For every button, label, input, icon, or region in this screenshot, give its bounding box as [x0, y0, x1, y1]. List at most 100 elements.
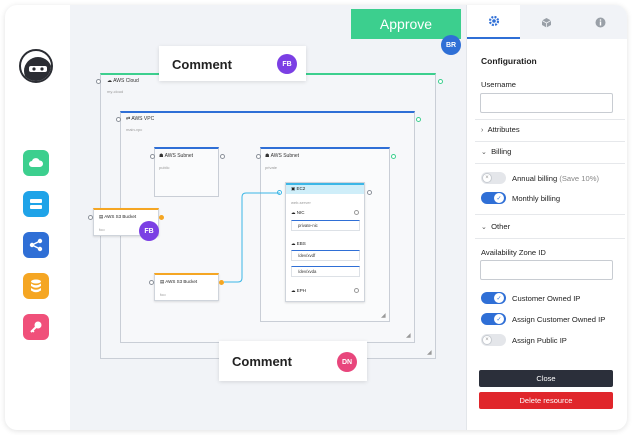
s3-bucket-node-2[interactable]: ▤ AWS S3 Bucket foo: [154, 273, 219, 301]
billing-section[interactable]: ⌄ Billing: [481, 147, 511, 156]
comment-label-2: Comment: [232, 354, 292, 369]
bucket1-left-port[interactable]: [88, 215, 93, 220]
divider: [475, 238, 625, 239]
checkmark-icon: ✓: [494, 293, 504, 303]
bucket2-left-port[interactable]: [149, 280, 154, 285]
divider: [475, 141, 625, 142]
public-subnet-group[interactable]: [154, 147, 219, 197]
other-label: Other: [491, 222, 511, 231]
cloud-icon: [29, 158, 43, 167]
private-subnet-resize-handle[interactable]: ◢: [381, 313, 386, 319]
public-subnet-subtitle: public: [159, 165, 170, 170]
attributes-label: Attributes: [487, 125, 520, 134]
bucket1-right-port[interactable]: [159, 215, 164, 220]
ebs-label-text: EBS: [296, 241, 306, 246]
eph-port[interactable]: [354, 288, 359, 293]
assign-public-ip-toggle[interactable]: ×: [481, 334, 506, 346]
sidebar-item-key[interactable]: [23, 314, 49, 340]
customer-owned-ip-label: Customer Owned IP: [512, 294, 581, 303]
bucket2-right-port[interactable]: [219, 280, 224, 285]
private-subnet-left-port[interactable]: [256, 154, 261, 159]
monthly-billing-label: Monthly billing: [512, 194, 561, 203]
ebs-item-2[interactable]: /dev/xvda: [291, 266, 360, 277]
cloud-resize-handle[interactable]: ◢: [427, 350, 432, 356]
availability-zone-label: Availability Zone ID: [481, 248, 546, 257]
sidebar-item-cloud[interactable]: [23, 150, 49, 176]
share-icon: [29, 238, 43, 252]
checkmark-icon: ✓: [494, 193, 504, 203]
delete-resource-button[interactable]: Delete resource: [479, 392, 613, 409]
comment-card-2[interactable]: Comment DN: [219, 341, 367, 381]
bucket1-title: ▤ AWS S3 Bucket: [99, 214, 137, 219]
private-subnet-right-port[interactable]: [391, 154, 396, 159]
cube-icon: [541, 17, 552, 27]
nic-label: ☁ NIC: [291, 210, 305, 215]
server-icon: [30, 199, 42, 209]
aws-vpc-subtitle: main-vpc: [126, 127, 143, 132]
annual-billing-label: Annual billing: [512, 174, 558, 183]
assign-customer-owned-ip-toggle[interactable]: ✓: [481, 313, 506, 325]
annual-billing-text: Annual billing (Save 10%): [512, 174, 599, 183]
nic-item[interactable]: private-nic: [291, 220, 360, 231]
chevron-down-icon: ⌄: [481, 149, 487, 156]
diagram-canvas[interactable]: ☁ AWS Cloud my-cloud ⇄ AWS VPC main-vpc …: [70, 5, 466, 430]
private-subnet-subtitle: private: [265, 165, 278, 170]
fb-node-badge[interactable]: FB: [139, 221, 159, 241]
comment-label-1: Comment: [172, 57, 232, 72]
ebs-item-1[interactable]: /dev/xvdf: [291, 250, 360, 261]
ec2-node[interactable]: ▣ EC2 web-server ☁ NIC private-nic ☁ EBS…: [285, 182, 365, 302]
sidebar: [5, 5, 70, 430]
aws-cloud-label: AWS Cloud: [113, 78, 139, 84]
aws-cloud-subtitle: my-cloud: [107, 89, 124, 94]
monthly-billing-toggle[interactable]: ✓: [481, 192, 506, 204]
avatar[interactable]: [19, 49, 53, 83]
bucket2-subtitle: foo: [160, 292, 166, 297]
comment-card-1[interactable]: Comment FB: [159, 46, 306, 81]
sidebar-item-server[interactable]: [23, 191, 49, 217]
tab-resources[interactable]: [520, 5, 573, 39]
nic-port[interactable]: [354, 210, 359, 215]
key-icon: [30, 321, 42, 333]
aws-vpc-label: AWS VPC: [131, 116, 155, 122]
nic-value: private-nic: [298, 223, 318, 228]
public-subnet-right-port[interactable]: [220, 154, 225, 159]
bucket1-title-text: AWS S3 Bucket: [104, 214, 137, 219]
public-subnet-title: ☗ AWS Subnet: [159, 153, 194, 159]
ec2-header: [286, 183, 364, 194]
tab-info[interactable]: [573, 5, 627, 39]
close-button[interactable]: Close: [479, 370, 613, 387]
database-icon: [31, 279, 41, 293]
attributes-section[interactable]: › Attributes: [481, 125, 520, 134]
customer-owned-ip-toggle[interactable]: ✓: [481, 292, 506, 304]
billing-label: Billing: [491, 147, 512, 156]
other-section[interactable]: ⌄ Other: [481, 222, 510, 231]
availability-zone-input[interactable]: [480, 260, 613, 280]
aws-vpc-group[interactable]: [120, 111, 415, 343]
vpc-left-port[interactable]: [116, 117, 121, 122]
cloud-left-port[interactable]: [96, 79, 101, 84]
checkmark-icon: ✓: [494, 314, 504, 324]
eph-label-text: EPH: [296, 288, 307, 293]
eph-label: ☁ EPH: [291, 288, 307, 293]
tab-settings[interactable]: [467, 5, 520, 39]
private-subnet-title: ☗ AWS Subnet: [265, 153, 300, 159]
assign-customer-owned-ip-label: Assign Customer Owned IP: [512, 315, 606, 324]
nic-label-text: NIC: [296, 210, 305, 215]
vpc-right-port[interactable]: [416, 117, 421, 122]
br-avatar-badge[interactable]: BR: [441, 35, 461, 55]
public-subnet-left-port[interactable]: [150, 154, 155, 159]
ec2-right-port[interactable]: [367, 190, 372, 195]
gear-icon: [488, 15, 499, 27]
username-input[interactable]: [480, 93, 613, 113]
approve-button[interactable]: Approve: [351, 9, 461, 39]
sidebar-item-database[interactable]: [23, 273, 49, 299]
vpc-resize-handle[interactable]: ◢: [406, 333, 411, 339]
connection-line[interactable]: [220, 185, 290, 285]
private-subnet-label: AWS Subnet: [270, 153, 300, 159]
divider: [475, 163, 625, 164]
annual-billing-note: (Save 10%): [559, 174, 599, 183]
cloud-right-port[interactable]: [438, 79, 443, 84]
divider: [475, 119, 625, 120]
sidebar-item-share[interactable]: [23, 232, 49, 258]
annual-billing-toggle[interactable]: ×: [481, 172, 506, 184]
